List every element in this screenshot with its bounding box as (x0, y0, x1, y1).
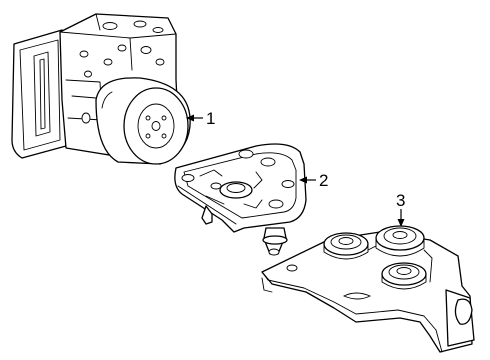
isolator-right (381, 262, 427, 290)
callout-1: 1 (186, 109, 215, 128)
callout-2-label: 2 (319, 171, 328, 190)
bracket (174, 143, 307, 256)
abs-modulator-unit (11, 13, 191, 165)
callout-3: 3 (396, 191, 405, 227)
callout-1-label: 1 (206, 109, 215, 128)
isolator-left (323, 232, 369, 260)
isolator-center (375, 225, 425, 257)
callout-3-label: 3 (396, 191, 405, 210)
callout-2: 2 (299, 171, 328, 190)
lower-bracket (261, 225, 475, 353)
